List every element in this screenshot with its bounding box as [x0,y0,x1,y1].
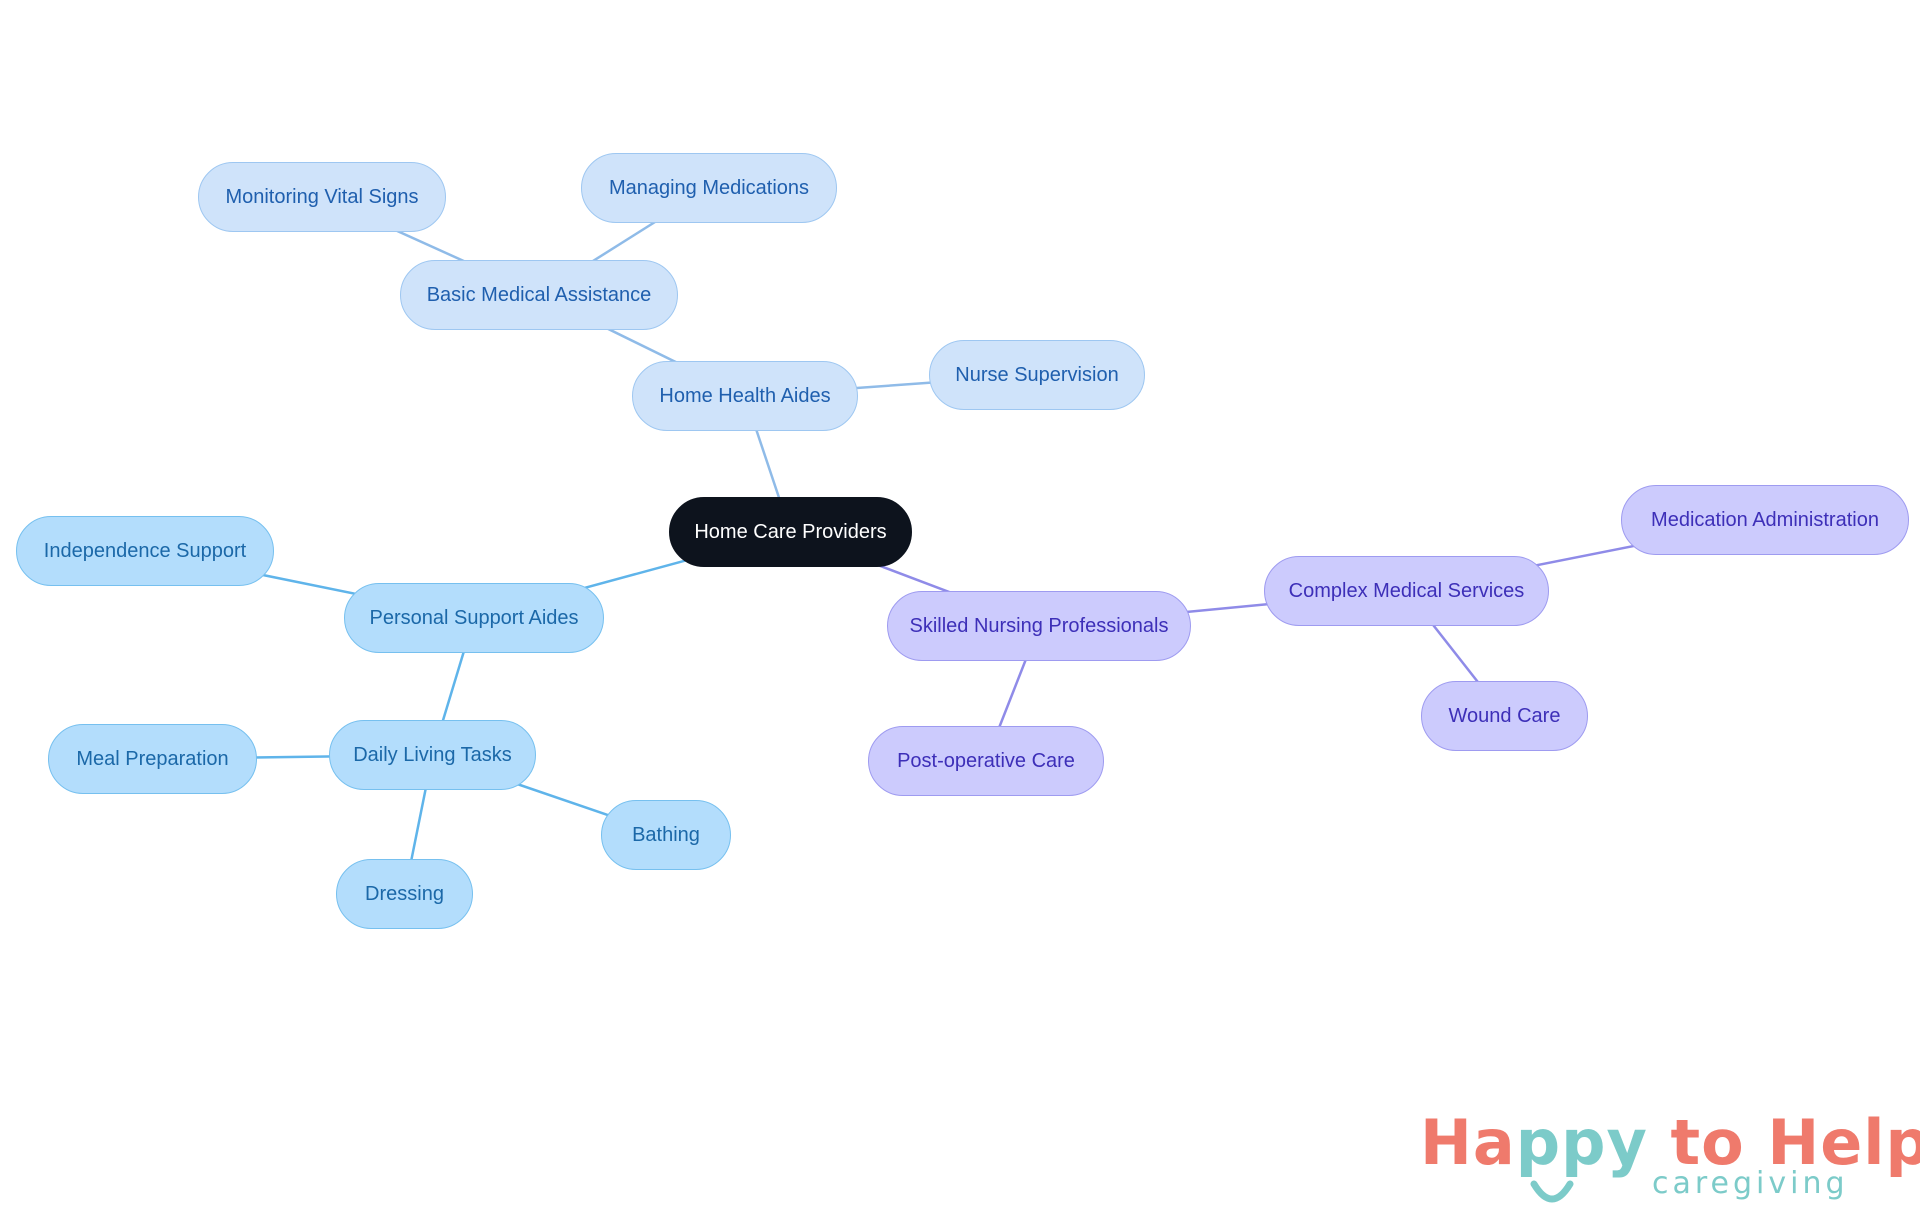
logo-title-part-2: ppy [1515,1106,1648,1179]
node-label: Monitoring Vital Signs [225,185,419,208]
node-label: Meal Preparation [76,747,229,770]
node-home-care-providers[interactable]: Home Care Providers [669,497,912,567]
node-basic-medical-assistance[interactable]: Basic Medical Assistance [400,260,678,330]
node-label: Home Health Aides [659,384,831,407]
logo-title-part-1: Ha [1420,1106,1516,1179]
node-label: Daily Living Tasks [353,743,512,766]
node-medication-administration[interactable]: Medication Administration [1621,485,1909,555]
node-bathing[interactable]: Bathing [601,800,731,870]
happy-to-help-logo: Happy to Help caregiving [1420,1108,1920,1208]
smile-icon [1530,1180,1574,1203]
node-label: Independence Support [43,539,247,562]
node-label: Basic Medical Assistance [426,283,652,306]
logo-subtitle: caregiving [1652,1166,1849,1201]
node-meal-preparation[interactable]: Meal Preparation [48,724,257,794]
node-label: Home Care Providers [694,520,887,543]
node-personal-support-aides[interactable]: Personal Support Aides [344,583,604,653]
node-label: Skilled Nursing Professionals [909,614,1169,637]
node-label: Wound Care [1448,704,1561,727]
node-nurse-supervision[interactable]: Nurse Supervision [929,340,1145,410]
node-daily-living-tasks[interactable]: Daily Living Tasks [329,720,536,790]
node-label: Nurse Supervision [955,363,1119,386]
node-home-health-aides[interactable]: Home Health Aides [632,361,858,431]
node-label: Medication Administration [1651,508,1879,531]
node-skilled-nursing-professionals[interactable]: Skilled Nursing Professionals [887,591,1191,661]
logo-title: Happy to Help [1420,1108,1920,1178]
node-managing-medications[interactable]: Managing Medications [581,153,837,223]
node-label: Personal Support Aides [369,606,579,629]
node-label: Complex Medical Services [1288,579,1525,602]
node-complex-medical-services[interactable]: Complex Medical Services [1264,556,1549,626]
node-label: Dressing [365,882,444,905]
node-dressing[interactable]: Dressing [336,859,473,929]
node-independence-support[interactable]: Independence Support [16,516,274,586]
logo-title-part-3: to Help [1647,1106,1920,1179]
node-label: Bathing [632,823,700,846]
node-label: Post-operative Care [897,749,1075,772]
node-monitoring-vital-signs[interactable]: Monitoring Vital Signs [198,162,446,232]
node-wound-care[interactable]: Wound Care [1421,681,1588,751]
node-post-operative-care[interactable]: Post-operative Care [868,726,1104,796]
node-label: Managing Medications [608,176,810,199]
